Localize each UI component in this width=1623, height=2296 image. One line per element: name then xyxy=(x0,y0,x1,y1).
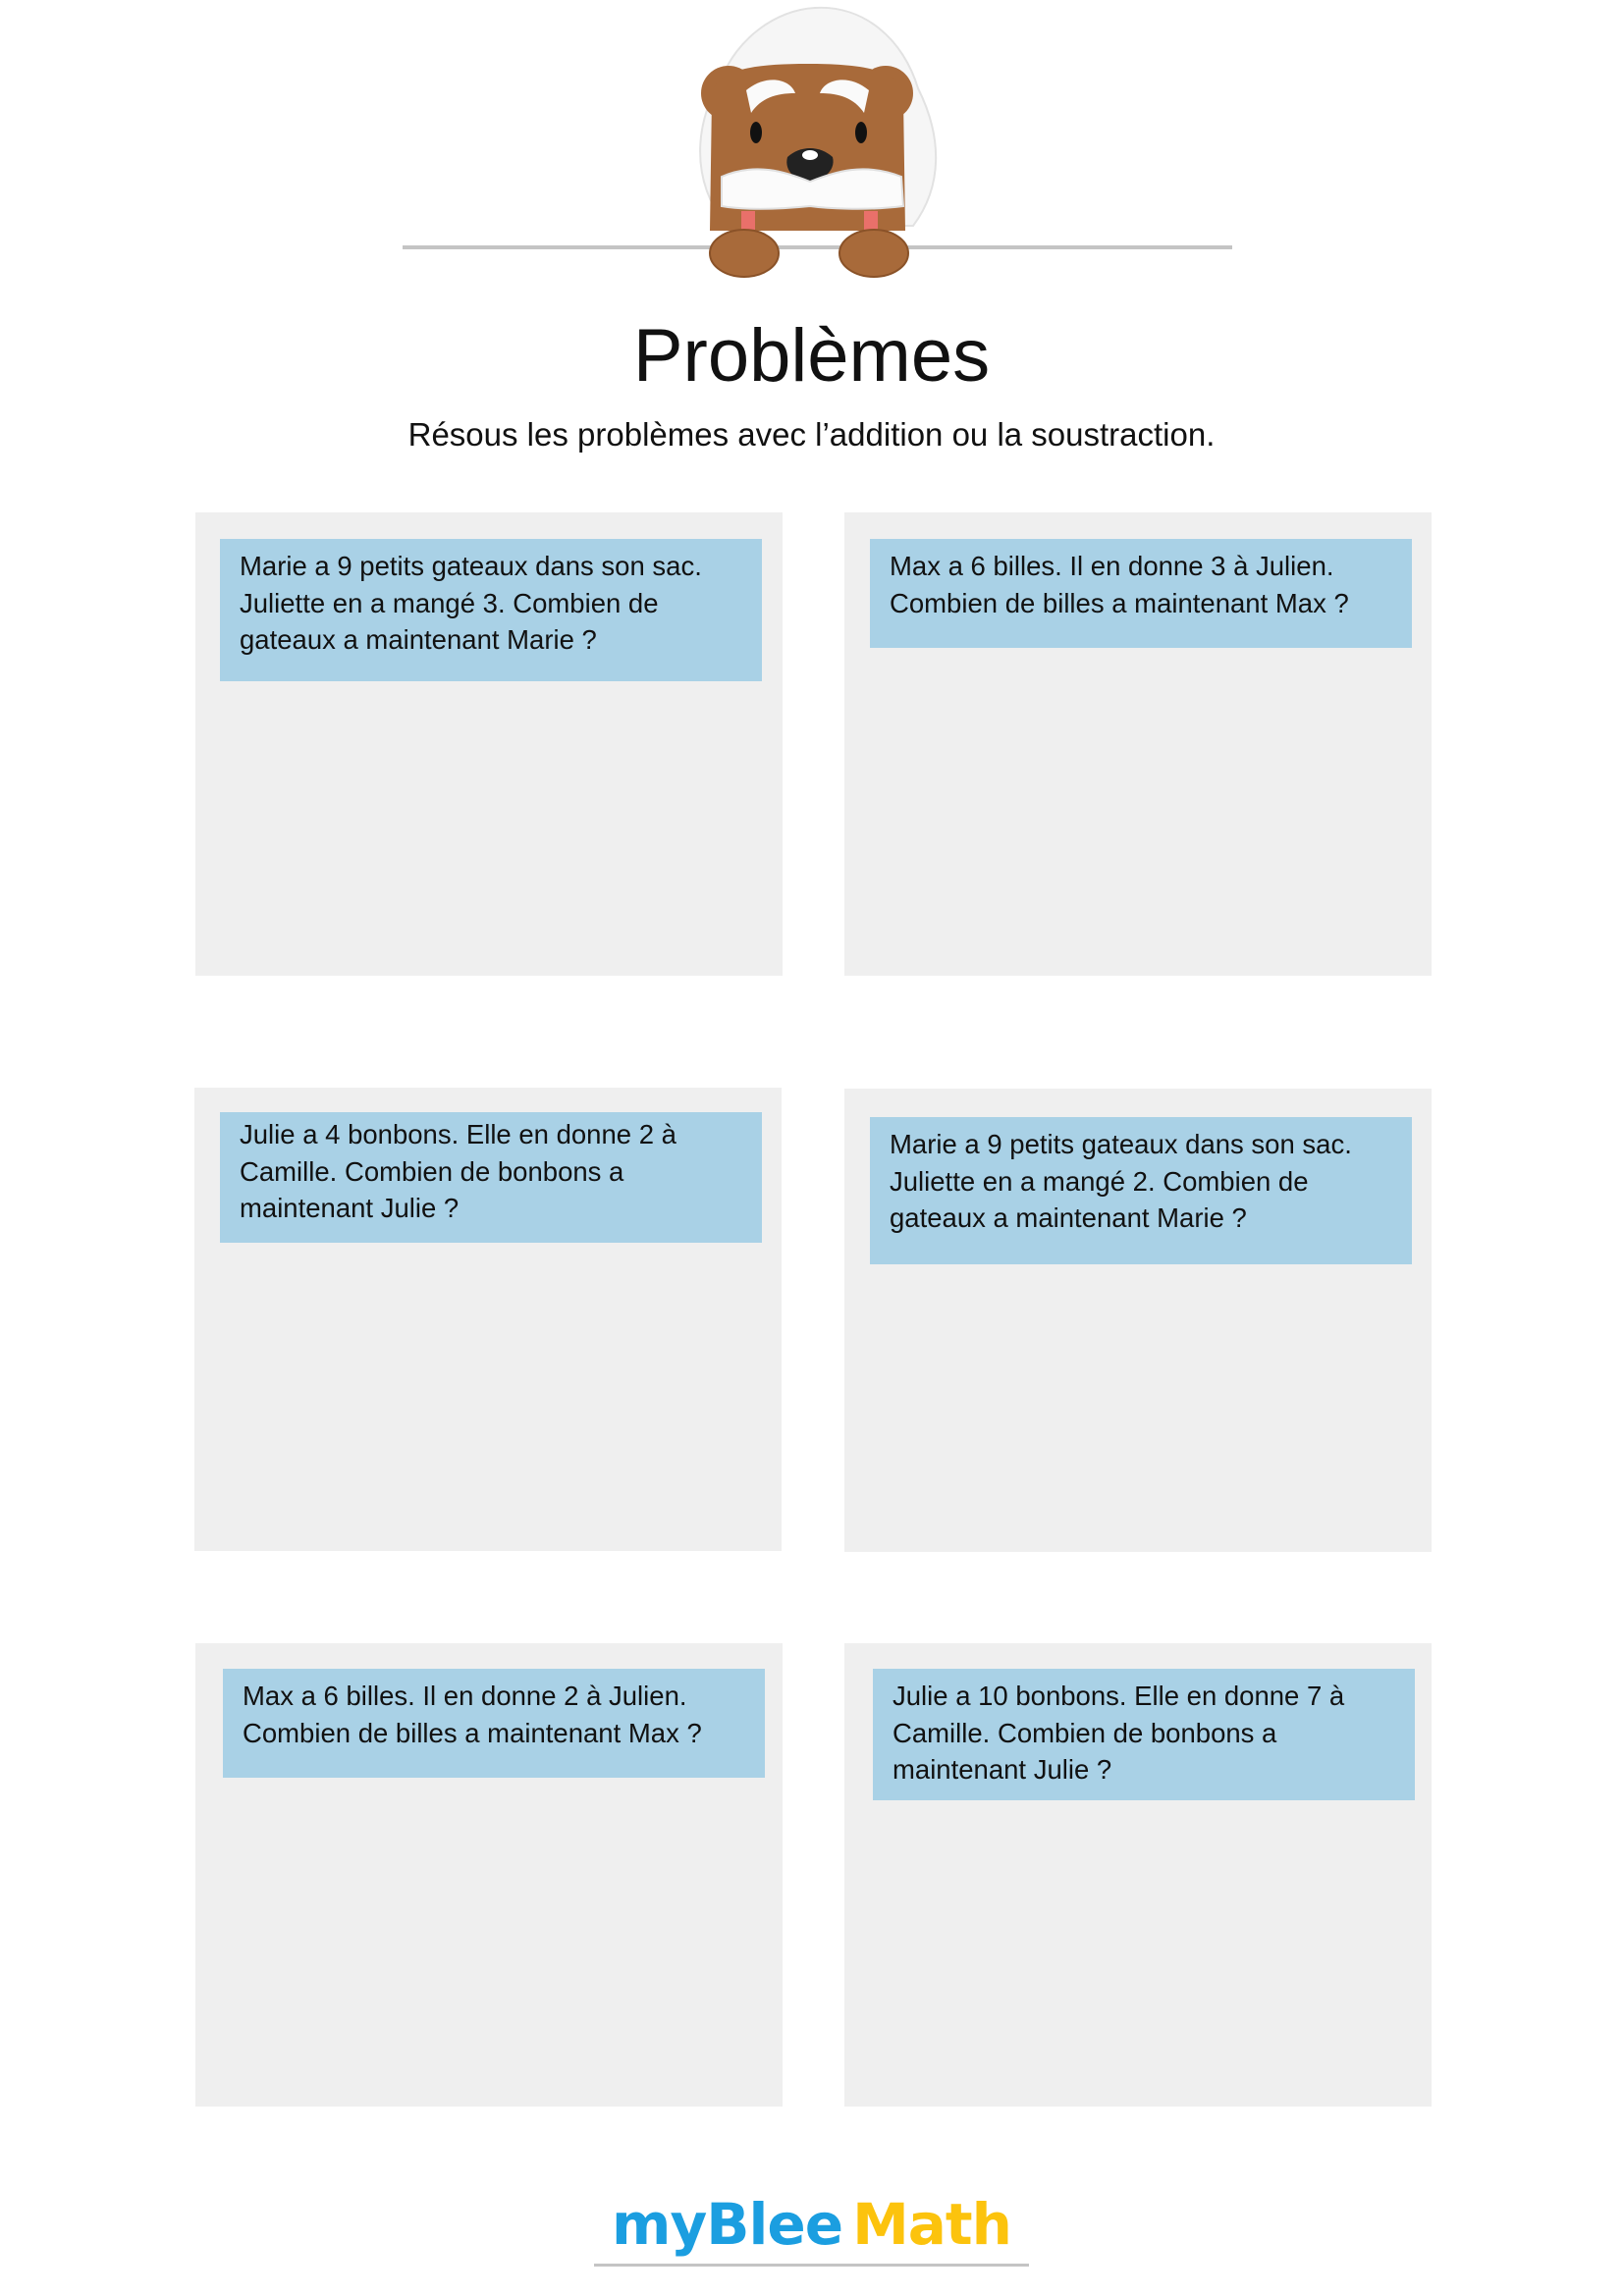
footer-rule xyxy=(594,2264,1029,2267)
problem-1: Marie a 9 petits gateaux dans son sac. J… xyxy=(220,539,762,681)
problem-6: Julie a 10 bonbons. Elle en donne 7 à Ca… xyxy=(873,1669,1415,1800)
problem-3: Julie a 4 bonbons. Elle en donne 2 à Cam… xyxy=(220,1112,762,1243)
instructions: Résous les problèmes avec l’addition ou … xyxy=(407,416,1216,453)
problem-4: Marie a 9 petits gateaux dans son sac. J… xyxy=(870,1117,1412,1264)
problem-2: Max a 6 billes. Il en donne 3 à Julien. … xyxy=(870,539,1412,648)
logo-part-myblee: myBlee xyxy=(612,2191,843,2258)
bear-mascot-icon xyxy=(699,6,938,278)
header-rule xyxy=(403,245,1232,249)
logo-part-math: Math xyxy=(852,2191,1012,2258)
problem-5: Max a 6 billes. Il en donne 2 à Julien. … xyxy=(223,1669,765,1778)
page-title: Problèmes xyxy=(632,314,991,398)
